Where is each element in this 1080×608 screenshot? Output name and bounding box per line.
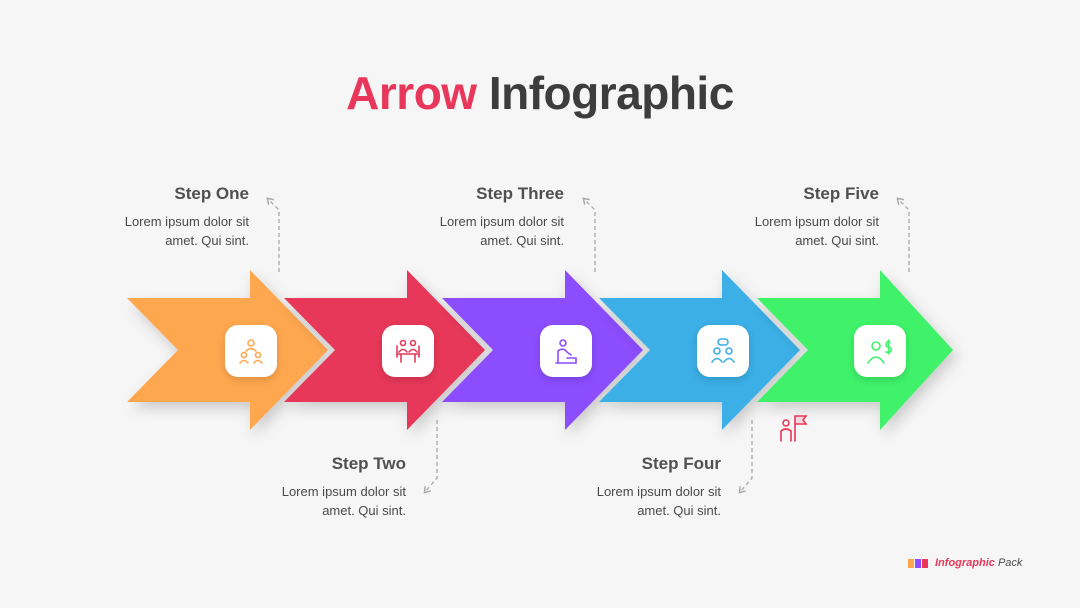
connector-step-one xyxy=(266,197,280,272)
brand-label: Infographic Pack xyxy=(935,557,1022,569)
money-person-icon xyxy=(867,339,893,364)
icon-tile-step-five xyxy=(854,325,906,377)
step-four-desc-line-1: Lorem ipsum dolor sit xyxy=(596,484,721,499)
step-four-description: Lorem ipsum dolor sit amet. Qui sint. xyxy=(521,482,721,520)
step-four-title: Step Four xyxy=(641,454,721,473)
step-five-desc-line-1: Lorem ipsum dolor sit xyxy=(754,214,879,229)
step-one-title: Step One xyxy=(174,184,249,203)
brand-logo: Infographic Pack xyxy=(908,556,1022,570)
brand-logo-square xyxy=(922,558,928,568)
step-five-title: Step Five xyxy=(803,184,879,203)
brand-logo-square xyxy=(915,558,921,568)
title-accent: Arrow xyxy=(346,67,477,119)
step-one-desc-line-1: Lorem ipsum dolor sit xyxy=(124,214,249,229)
connector-step-four xyxy=(738,420,753,494)
title-rest: Infographic xyxy=(488,67,734,119)
icon-tile-step-four xyxy=(697,325,749,377)
step-five-desc-line-2: amet. Qui sint. xyxy=(795,233,879,248)
discussion-icon xyxy=(711,338,735,363)
step-five-description: Lorem ipsum dolor sit amet. Qui sint. xyxy=(679,212,879,250)
step-four-desc-line-2: amet. Qui sint. xyxy=(637,503,721,518)
brand-label-bold: Infographic xyxy=(935,557,995,569)
flag-person-icon xyxy=(780,415,808,442)
step-three-description: Lorem ipsum dolor sit amet. Qui sint. xyxy=(364,212,564,250)
step-three-title: Step Three xyxy=(476,184,564,203)
step-two-title: Step Two xyxy=(331,454,406,473)
step-two-desc-line-2: amet. Qui sint. xyxy=(322,503,406,518)
connector-step-three xyxy=(582,197,596,272)
step-two-description: Lorem ipsum dolor sit amet. Qui sint. xyxy=(206,482,406,520)
step-one-desc-line-2: amet. Qui sint. xyxy=(165,233,249,248)
step-three-desc-line-1: Lorem ipsum dolor sit xyxy=(439,214,564,229)
conference-table-icon xyxy=(396,339,420,363)
step-two-desc-line-1: Lorem ipsum dolor sit xyxy=(281,484,406,499)
step-three-desc-line-2: amet. Qui sint. xyxy=(480,233,564,248)
person-at-desk-icon xyxy=(555,339,577,364)
team-meeting-icon xyxy=(239,339,263,364)
connector-step-five xyxy=(896,197,910,272)
step-one-description: Lorem ipsum dolor sit amet. Qui sint. xyxy=(49,212,249,250)
icon-tile-step-one xyxy=(225,325,277,377)
brand-logo-square xyxy=(908,558,914,568)
brand-label-light: Pack xyxy=(997,557,1023,569)
icon-tile-step-three xyxy=(540,325,592,377)
icon-tile-step-two xyxy=(382,325,434,377)
page-title: Arrow Infographic xyxy=(0,66,1080,120)
connector-step-two xyxy=(423,420,438,494)
